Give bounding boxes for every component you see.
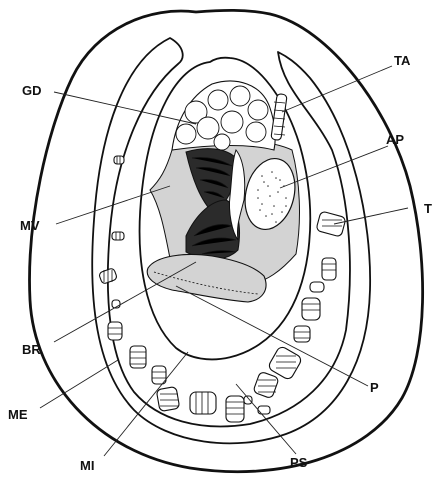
tentacle xyxy=(316,211,346,237)
gland-lobe xyxy=(246,122,266,142)
digestive-gland xyxy=(172,81,275,150)
label-ps: PS xyxy=(290,455,308,470)
leader-t xyxy=(334,208,408,224)
tentacle xyxy=(271,94,287,141)
label-ap: AP xyxy=(386,132,404,147)
gland-lobe xyxy=(230,86,250,106)
tentacle xyxy=(244,396,252,404)
tentacle xyxy=(294,326,310,342)
tentacle xyxy=(190,392,216,414)
tentacle xyxy=(156,386,180,411)
tentacle xyxy=(114,156,124,164)
gland-lobe xyxy=(221,111,243,133)
leader-me xyxy=(40,360,118,408)
tentacle xyxy=(258,406,270,414)
tentacle xyxy=(112,232,124,240)
tentacle xyxy=(302,298,320,320)
leader-gd xyxy=(54,92,196,124)
gland-lobe xyxy=(214,134,230,150)
label-mv: MV xyxy=(20,218,40,233)
leader-mv xyxy=(56,186,170,224)
label-p: P xyxy=(370,380,379,395)
label-ta: TA xyxy=(394,53,411,68)
leader-br xyxy=(54,262,196,342)
label-t: T xyxy=(424,201,432,216)
gland-lobe xyxy=(197,117,219,139)
label-br: BR xyxy=(22,342,41,357)
tentacle xyxy=(253,371,279,399)
tentacle xyxy=(98,268,117,285)
tentacle xyxy=(322,258,336,280)
tentacle xyxy=(130,346,146,368)
label-mi: MI xyxy=(80,458,94,473)
gland-lobe xyxy=(208,90,228,110)
gland-lobe xyxy=(176,124,196,144)
label-gd: GD xyxy=(22,83,42,98)
tentacle xyxy=(108,322,122,340)
label-me: ME xyxy=(8,407,28,422)
gland-lobe xyxy=(248,100,268,120)
tentacle xyxy=(226,396,244,422)
tentacle xyxy=(310,282,324,292)
